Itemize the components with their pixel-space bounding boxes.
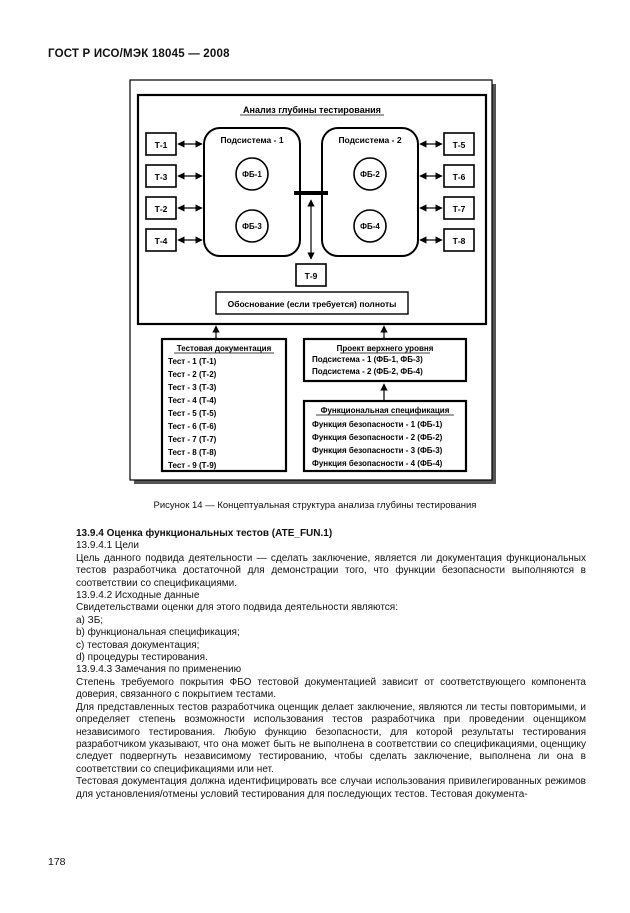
test-docs-box <box>160 337 288 473</box>
func-spec-box <box>302 399 468 473</box>
test-docs-item: Тест - 9 (Т-9) <box>168 461 217 470</box>
test-box <box>145 164 177 188</box>
test-label: Т-8 <box>453 236 466 246</box>
paragraph: Цель данного подвида деятельности — сдел… <box>76 552 586 589</box>
test-label: Т-6 <box>453 172 466 182</box>
test-box <box>443 196 475 220</box>
test-box-center <box>295 263 327 287</box>
subsection-heading: 13.9.4.3 Замечания по применению <box>76 664 242 676</box>
figure-caption: Рисунок 14 — Концептуальная структура ан… <box>153 500 477 511</box>
func-spec-item: Функция безопасности - 3 (ФБ-3) <box>312 446 443 455</box>
test-docs-title: Тестовая документация <box>177 344 272 353</box>
test-box <box>145 132 177 156</box>
paragraph: Тестовая документация должна идентифицир… <box>76 776 586 800</box>
hl-design-box <box>302 337 468 383</box>
paragraph: Для представленных тестов разработчика о… <box>76 701 586 775</box>
list-item: c) тестовая документация; <box>76 639 200 651</box>
test-box <box>145 228 177 252</box>
fb-circle <box>353 209 387 243</box>
justification-label: Обоснование (если требуется) полноты <box>228 299 397 309</box>
test-box <box>443 228 475 252</box>
interface-bar <box>294 191 328 195</box>
func-spec-title: Функциональная спецификация <box>321 406 450 415</box>
func-spec-item: Функция безопасности - 4 (ФБ-4) <box>312 459 443 468</box>
test-label: Т-1 <box>155 140 168 150</box>
paragraph: Свидетельствами оценки для этого подвида… <box>76 602 398 614</box>
fb-label: ФБ-2 <box>360 170 380 179</box>
test-docs-item: Тест - 8 (Т-8) <box>168 448 217 457</box>
subsection-heading: 13.9.4.2 Исходные данные <box>76 590 200 602</box>
fb-label: ФБ-3 <box>242 222 262 231</box>
test-label: Т-2 <box>155 204 168 214</box>
list-item: а) ЗБ; <box>76 614 104 626</box>
hl-design-item: Подсистема - 1 (ФБ-1, ФБ-3) <box>312 355 423 364</box>
subsystem-1-label: Подсистема - 1 <box>220 135 283 145</box>
subsystem-2-label: Подсистема - 2 <box>338 135 401 145</box>
fb-circle <box>235 209 269 243</box>
page-number: 178 <box>48 856 66 868</box>
hl-design-title: Проект верхнего уровня <box>337 344 434 353</box>
func-spec-item: Функция безопасности - 2 (ФБ-2) <box>312 433 443 442</box>
test-docs-item: Тест - 3 (Т-3) <box>168 383 217 392</box>
depth-analysis-box <box>136 93 488 326</box>
test-docs-item: Тест - 6 (Т-6) <box>168 422 217 431</box>
test-label: Т-7 <box>453 204 466 214</box>
test-docs-item: Тест - 1 (Т-1) <box>168 357 217 366</box>
test-label: Т-4 <box>155 236 168 246</box>
hl-design-item: Подсистема - 2 (ФБ-2, ФБ-4) <box>312 367 423 376</box>
fb-circle <box>235 157 269 191</box>
document-header: ГОСТ Р ИСО/МЭК 18045 — 2008 <box>48 48 230 60</box>
fb-label: ФБ-4 <box>360 222 380 231</box>
test-docs-item: Тест - 2 (Т-2) <box>168 370 217 379</box>
subsection-heading: 13.9.4.1 Цели <box>76 540 139 552</box>
paragraph: Степень требуемого покрытия ФБО тестовой… <box>76 676 586 701</box>
test-box <box>145 196 177 220</box>
depth-analysis-title: Анализ глубины тестирования <box>243 105 381 115</box>
test-docs-item: Тест - 4 (Т-4) <box>168 396 217 405</box>
test-label-center: Т-9 <box>305 271 318 281</box>
test-docs-item: Тест - 7 (Т-7) <box>168 435 217 444</box>
test-docs-item: Тест - 5 (Т-5) <box>168 409 217 418</box>
fb-circle <box>353 157 387 191</box>
list-item: d) процедуры тестирования. <box>76 652 208 664</box>
test-box <box>443 132 475 156</box>
body-text: 13.9.4 Оценка функциональных тестов (ATE… <box>48 528 586 801</box>
test-box <box>443 164 475 188</box>
func-spec-item: Функция безопасности - 1 (ФБ-1) <box>312 420 443 429</box>
justification-box <box>215 291 409 315</box>
section-heading: 13.9.4 Оценка функциональных тестов (ATE… <box>76 528 333 539</box>
test-label: Т-3 <box>155 172 168 182</box>
test-docs-list: Тест - 1 (Т-1) Тест - 2 (Т-2) Тест - 3 (… <box>168 357 217 470</box>
list-item: b) функциональная спецификация; <box>76 627 240 639</box>
test-label: Т-5 <box>453 140 466 150</box>
fb-label: ФБ-1 <box>242 170 262 179</box>
